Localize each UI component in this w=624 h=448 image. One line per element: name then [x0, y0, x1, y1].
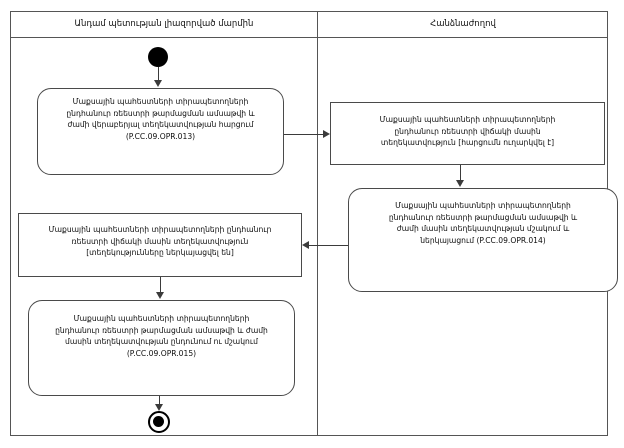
swimlane-title-commission: Հանձնաժողով	[430, 19, 496, 29]
edge-request-to-commission-in-arrowhead	[323, 130, 330, 138]
activity-node-request[interactable]: Մաքսային պահեստների տիրապետողների ընդհան…	[37, 88, 284, 175]
object-node-member-state-inbound-label: Մաքսային պահեստների տիրապետողների ընդհան…	[48, 225, 272, 257]
swimlane-title-member-state: Անդամ պետության լիազորված մարմին	[74, 19, 254, 29]
edge-process-to-member-state-in-arrowhead	[302, 241, 309, 249]
activity-node-member-accept[interactable]: Մաքսային պահեստների տիրապետողների ընդհան…	[28, 300, 295, 396]
edge-commission-in-to-process	[460, 165, 461, 181]
edge-accept-to-final	[159, 396, 160, 406]
object-node-commission-inbound-label: Մաքսային պահեստների տիրապետողների ընդհան…	[379, 115, 556, 147]
edge-member-state-in-to-accept-arrowhead	[156, 292, 164, 299]
activity-node-request-label: Մաքսային պահեստների տիրապետողների ընդհան…	[66, 97, 255, 141]
edge-member-state-in-to-accept	[160, 277, 161, 293]
object-node-commission-inbound[interactable]: Մաքսային պահեստների տիրապետողների ընդհան…	[330, 102, 605, 165]
activity-node-commission-process-label: Մաքսային պահեստների տիրապետողների ընդհան…	[388, 201, 578, 245]
edge-initial-to-request	[158, 67, 159, 81]
swimlane-header-rule	[10, 37, 608, 38]
activity-node-member-accept-label: Մաքսային պահեստների տիրապետողների ընդհան…	[55, 314, 268, 358]
object-node-member-state-inbound[interactable]: Մաքսային պահեստների տիրապետողների ընդհան…	[18, 213, 302, 277]
edge-request-to-commission-in	[284, 134, 323, 135]
initial-node	[148, 47, 168, 67]
final-node	[148, 411, 170, 433]
edge-initial-to-request-arrowhead	[154, 80, 162, 87]
activity-node-commission-process[interactable]: Մաքսային պահեստների տիրապետողների ընդհան…	[348, 188, 618, 292]
edge-accept-to-final-arrowhead	[155, 404, 163, 411]
swimlane-divider	[317, 11, 318, 436]
edge-commission-in-to-process-arrowhead	[456, 180, 464, 187]
edge-process-to-member-state-in	[308, 245, 349, 246]
